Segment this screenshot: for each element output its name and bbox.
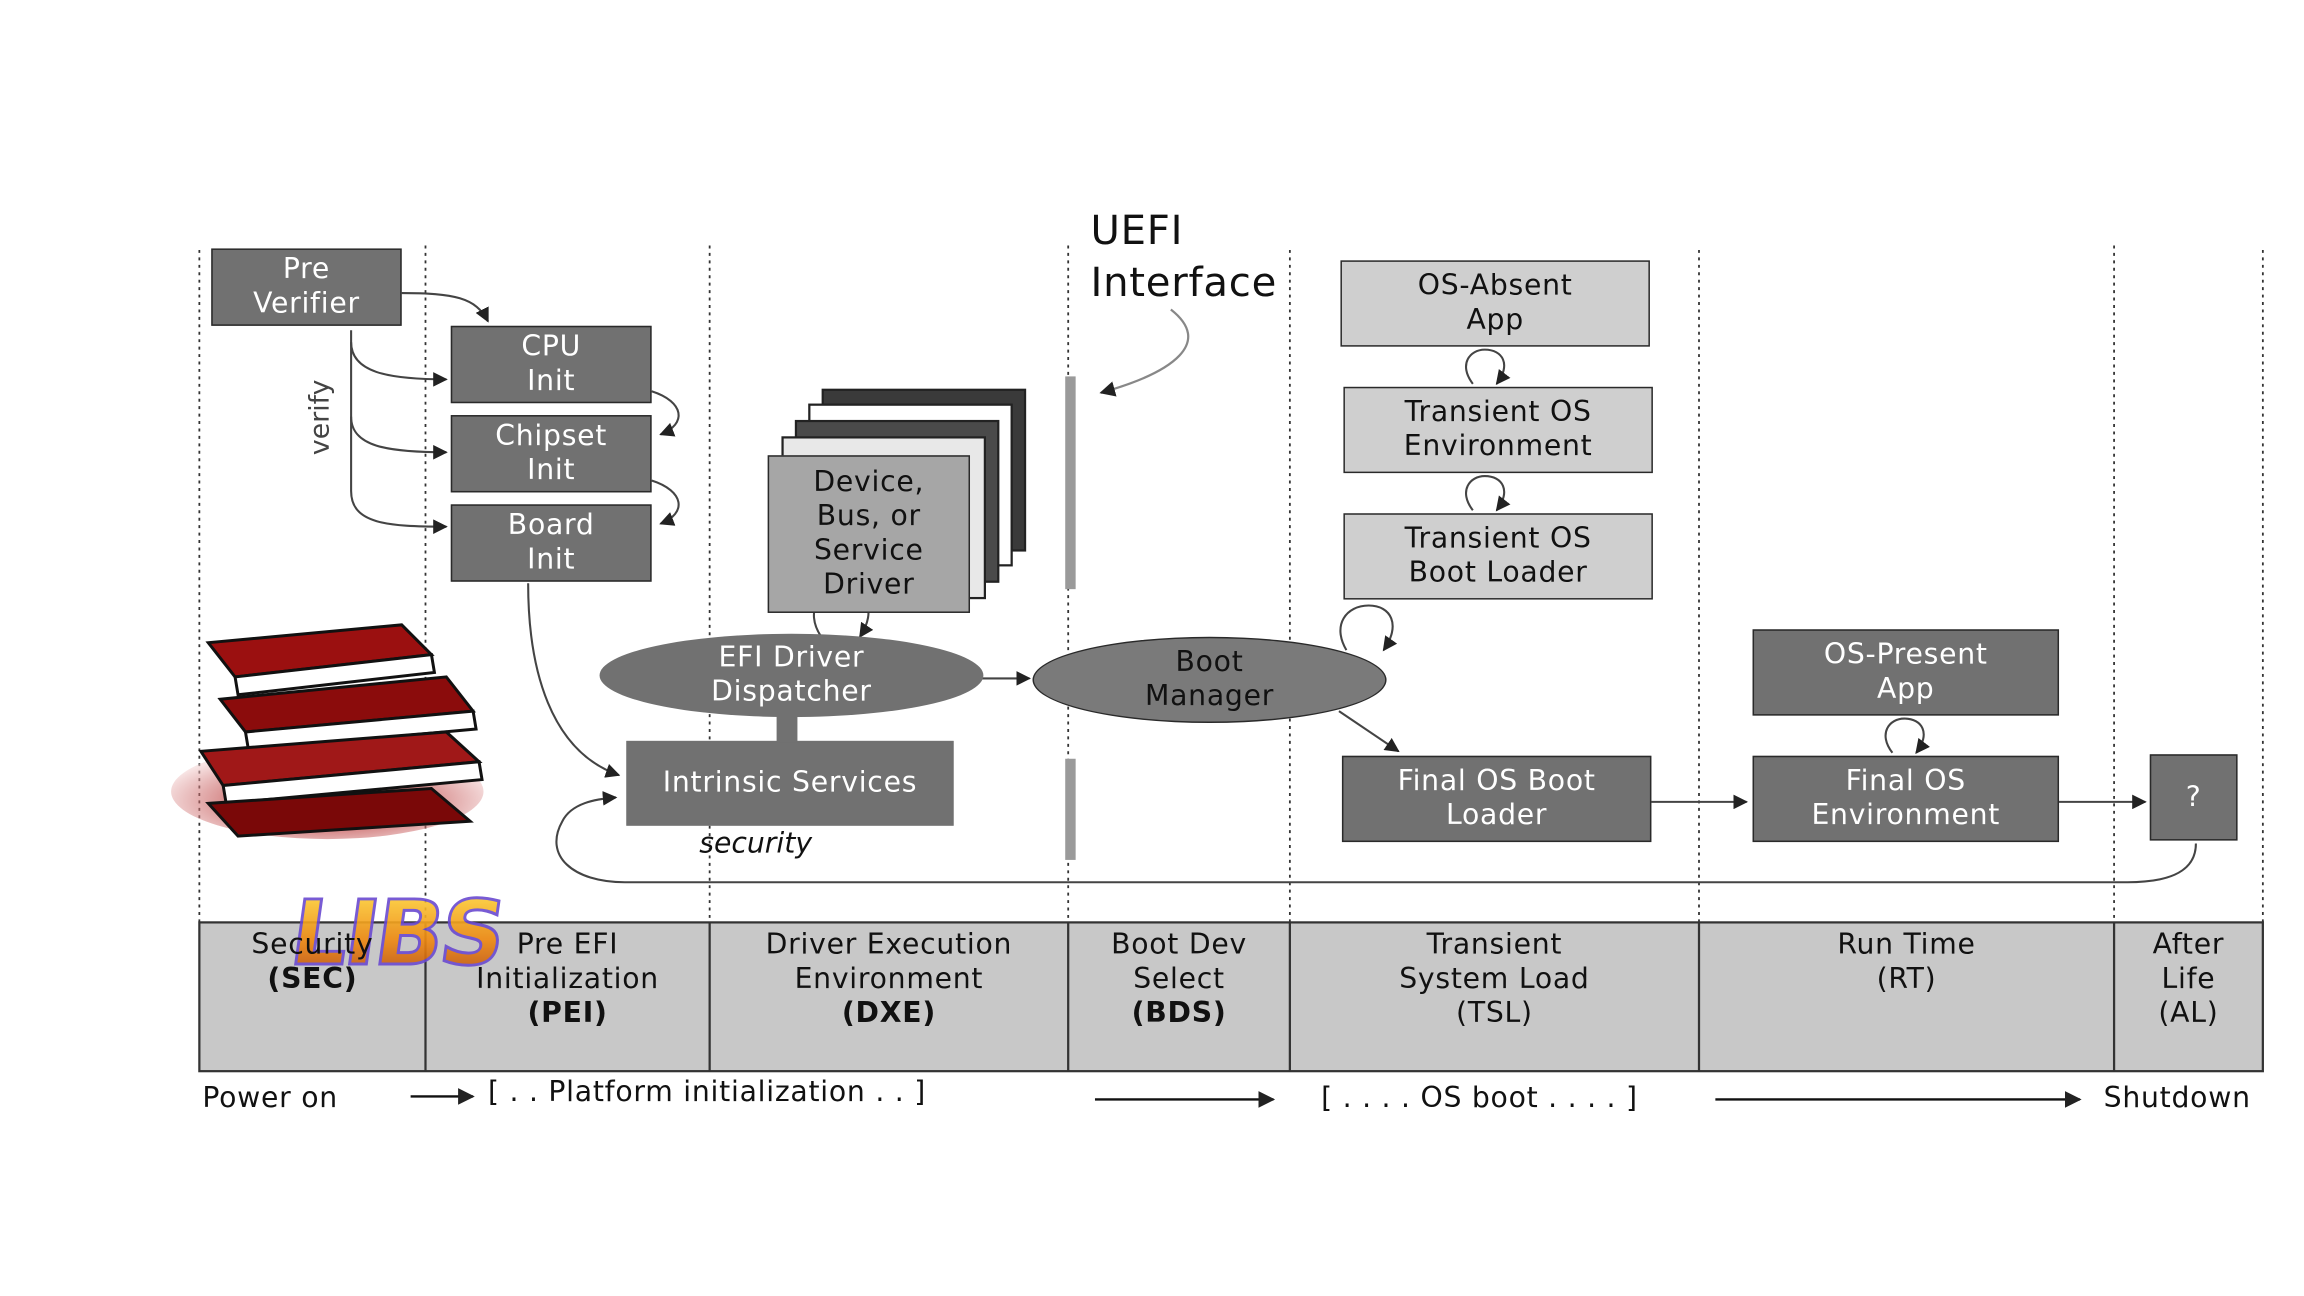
phase-al-name: After Life xyxy=(2152,928,2225,996)
libs-logo: LIBS xyxy=(283,881,511,987)
verify-label: verify xyxy=(304,379,337,456)
device-driver-box: Device, Bus, or Service Driver xyxy=(767,455,971,613)
phase-tsl-abbr: (TSL) xyxy=(1456,996,1533,1030)
timeline-shutdown: Shutdown xyxy=(2103,1081,2251,1115)
final-os-environment-box: Final OS Environment xyxy=(1752,755,2060,843)
phase-pei-abbr: (PEI) xyxy=(527,996,608,1030)
phase-sec-name: Security xyxy=(251,928,374,962)
final-os-boot-loader-box: Final OS Boot Loader xyxy=(1341,755,1652,843)
phase-rt: Run Time (RT) xyxy=(1699,922,2114,1071)
phase-bds-abbr: (BDS) xyxy=(1131,996,1227,1030)
pre-verifier-box: Pre Verifier xyxy=(211,248,402,326)
phase-tsl-name: Transient System Load xyxy=(1399,928,1590,996)
boot-manager: Boot Manager xyxy=(1032,636,1387,724)
phase-pei-name: Pre EFI Initialization xyxy=(476,928,659,996)
efi-driver-dispatcher: EFI Driver Dispatcher xyxy=(599,633,984,718)
phase-dxe-name: Driver Execution Environment xyxy=(765,928,1013,996)
transient-os-environment-box: Transient OS Environment xyxy=(1343,386,1653,474)
security-label: security xyxy=(699,827,813,860)
phase-dxe-abbr: (DXE) xyxy=(841,996,936,1030)
timeline-os-boot: [ . . . . OS boot . . . . ] xyxy=(1321,1081,1638,1115)
transient-os-boot-loader-box: Transient OS Boot Loader xyxy=(1343,513,1653,600)
phase-al-abbr: (AL) xyxy=(2158,996,2219,1030)
phase-sec-abbr: (SEC) xyxy=(267,962,358,996)
svg-text:LIBS: LIBS xyxy=(284,882,509,985)
phase-dxe: Driver Execution Environment (DXE) xyxy=(710,922,1069,1071)
uefi-interface-bar-bottom xyxy=(1065,758,1076,860)
books-clipart-icon xyxy=(171,623,484,840)
phase-rt-name: Run Time xyxy=(1837,928,1976,962)
phase-tsl: Transient System Load (TSL) xyxy=(1290,922,1699,1071)
timeline-platform-init: [ . . Platform initialization . . ] xyxy=(487,1075,927,1109)
os-absent-app-box: OS-Absent App xyxy=(1340,260,1650,347)
uefi-pointer-arrow xyxy=(1099,308,1190,397)
uefi-interface-bar-top xyxy=(1065,376,1076,590)
unknown-stage-box: ? xyxy=(2149,754,2238,841)
os-present-app-box: OS-Present App xyxy=(1752,629,2060,716)
phase-bds-name: Boot Dev Select xyxy=(1111,928,1247,996)
intrinsic-services-box: Intrinsic Services xyxy=(626,740,954,826)
phase-pei: Pre EFI Initialization (PEI) xyxy=(425,922,709,1071)
phase-al: After Life (AL) xyxy=(2114,922,2263,1071)
phase-bar xyxy=(198,921,2264,1073)
cpu-init-box: CPU Init xyxy=(450,325,652,404)
phase-sec: Security (SEC) xyxy=(199,922,425,1071)
chipset-init-box: Chipset Init xyxy=(450,415,652,493)
timeline-power-on: Power on xyxy=(202,1081,338,1115)
board-init-box: Board Init xyxy=(450,504,652,582)
phase-rt-abbr: (RT) xyxy=(1876,962,1937,996)
phase-bds: Boot Dev Select (BDS) xyxy=(1068,922,1290,1071)
uefi-interface-label: UEFI Interface xyxy=(1090,208,1278,307)
